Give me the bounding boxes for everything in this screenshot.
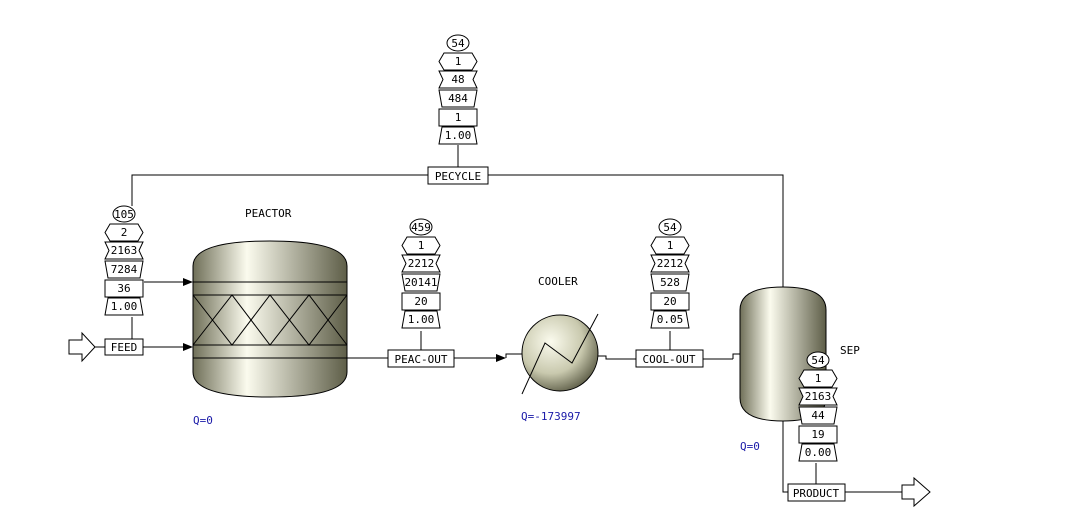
stream-table-value-vapor-fraction: 0.00 [805, 446, 832, 459]
separator-duty: Q=0 [740, 440, 760, 453]
stream-table-value-pressure: 1 [815, 372, 822, 385]
stream-tables: 54 1 48 484 1 1.00 105 2 2163 7284 36 1.00 459 1 2212 2… [104, 34, 838, 462]
stream-table-cell-temperature [409, 218, 433, 236]
stream-label-text: FEED [111, 341, 138, 354]
stream-table-value-mass-flow: 2212 [408, 257, 435, 270]
product-line [782, 420, 788, 493]
stream-table-value-volume-flow: 44 [811, 409, 825, 422]
cooler-body-icon [521, 314, 599, 392]
stream-table-value-vapor-fraction: 1.00 [408, 313, 435, 326]
stream-table-cell-pressure [401, 236, 441, 255]
feed-arrowhead [183, 343, 193, 351]
stream-table-cell-vapor-fraction [650, 310, 690, 329]
recycle-arrowhead [183, 278, 193, 286]
stream-table-value-temperature: 54 [451, 37, 465, 50]
cooler-name: COOLER [538, 275, 578, 288]
stream-table-cool-out: 54 1 2212 528 20 0.05 [650, 218, 690, 329]
stream-table-cell-vapor-fraction [401, 310, 441, 329]
stream-table-value-enthalpy: 20 [414, 295, 427, 308]
reactor-duty: Q=0 [193, 414, 213, 427]
stream-label-text: PEAC-OUT [395, 353, 448, 366]
stream-table-value-temperature: 54 [663, 221, 677, 234]
stream-table-value-volume-flow: 528 [660, 276, 680, 289]
stream-table-value-mass-flow: 48 [451, 73, 464, 86]
stream-table-value-vapor-fraction: 1.00 [445, 129, 472, 142]
stream-table-cell-mass-flow [401, 254, 441, 273]
stream-table-cell-volume-flow [401, 273, 441, 292]
stream-table-value-temperature: 54 [811, 354, 825, 367]
stream-table-cell-mass-flow [650, 254, 690, 273]
stream-table-value-volume-flow: 7284 [111, 263, 138, 276]
stream-table-cell-vapor-fraction [798, 443, 838, 462]
stream-table-cell-pressure [104, 223, 144, 242]
stream-table-value-vapor-fraction: 1.00 [111, 300, 138, 313]
stream-table-cell-enthalpy [650, 292, 690, 311]
stream-table-cell-temperature [658, 218, 682, 236]
stream-table-cell-mass-flow [438, 70, 478, 89]
stream-table-cell-temperature [806, 351, 830, 369]
stream-label-recycle[interactable]: PECYCLE [427, 166, 489, 185]
stream-label-reac-out[interactable]: PEAC-OUT [387, 349, 455, 368]
stream-table-cell-enthalpy [401, 292, 441, 311]
reactor-vessel[interactable] [192, 240, 348, 398]
stream-table-cell-volume-flow [104, 260, 144, 279]
stream-table-cell-vapor-fraction [104, 297, 144, 316]
cooler-exchanger[interactable] [521, 313, 599, 395]
reactor-body-icon [192, 240, 348, 398]
stream-table-cell-temperature [112, 205, 136, 223]
stream-table-value-pressure: 1 [455, 55, 462, 68]
stream-table-value-enthalpy: 20 [663, 295, 676, 308]
reactor-name: PEACTOR [245, 207, 292, 220]
stream-table-cell-volume-flow [650, 273, 690, 292]
stream-table-value-mass-flow: 2212 [657, 257, 684, 270]
stream-table-cell-mass-flow [798, 387, 838, 406]
stream-table-cell-enthalpy [104, 279, 144, 298]
separator-name: SEP [840, 344, 860, 357]
stream-table-product: 54 1 2163 44 19 0.00 [798, 351, 838, 462]
stream-table-value-pressure: 2 [121, 226, 128, 239]
cooler-outlet-stub [598, 355, 636, 360]
stream-table-value-pressure: 1 [418, 239, 425, 252]
stream-table-value-temperature: 459 [411, 221, 431, 234]
stream-table-feed: 105 2 2163 7284 36 1.00 [104, 205, 144, 316]
stream-table-value-mass-flow: 2163 [805, 390, 832, 403]
stream-label-cool-out[interactable]: COOL-OUT [635, 349, 704, 368]
feed-inlet-arrow-icon[interactable] [68, 331, 96, 363]
stream-table-cell-vapor-fraction [438, 126, 478, 145]
stream-table-cell-volume-flow [438, 89, 478, 108]
stream-table-value-vapor-fraction: 0.05 [657, 313, 684, 326]
stream-table-value-volume-flow: 20141 [404, 276, 437, 289]
cooler-coil-icon [521, 313, 599, 395]
stream-label-text: PRODUCT [793, 487, 840, 500]
stream-table-recycle: 54 1 48 484 1 1.00 [438, 34, 478, 145]
reactor-packing-icon [192, 294, 348, 346]
stream-label-feed[interactable]: FEED [104, 338, 144, 356]
stream-table-value-temperature: 105 [114, 208, 134, 221]
stream-table-value-mass-flow: 2163 [111, 244, 138, 257]
stream-table-cell-temperature [446, 34, 470, 52]
stream-table-value-enthalpy: 1 [455, 111, 462, 124]
product-outlet-arrow-icon[interactable] [901, 476, 931, 508]
stream-table-reac-out: 459 1 2212 20141 20 1.00 [401, 218, 441, 329]
stream-table-cell-volume-flow [798, 406, 838, 425]
reac-out-arrowhead [496, 354, 506, 362]
stream-label-text: PECYCLE [435, 170, 481, 183]
stream-table-cell-pressure [438, 52, 478, 71]
stream-label-product[interactable]: PRODUCT [787, 483, 846, 502]
stream-table-cell-pressure [650, 236, 690, 255]
stream-table-value-volume-flow: 484 [448, 92, 468, 105]
cooler-duty: Q=-173997 [521, 410, 581, 423]
stream-table-cell-enthalpy [438, 108, 478, 127]
stream-table-cell-enthalpy [798, 425, 838, 444]
stream-table-cell-pressure [798, 369, 838, 388]
stream-table-value-enthalpy: 19 [811, 428, 824, 441]
cooler-inlet-stub [505, 353, 522, 358]
stream-label-text: COOL-OUT [643, 353, 696, 366]
sep-inlet-stub [732, 353, 740, 359]
stream-table-value-enthalpy: 36 [117, 282, 130, 295]
stream-table-cell-mass-flow [104, 241, 144, 260]
stream-table-value-pressure: 1 [667, 239, 674, 252]
